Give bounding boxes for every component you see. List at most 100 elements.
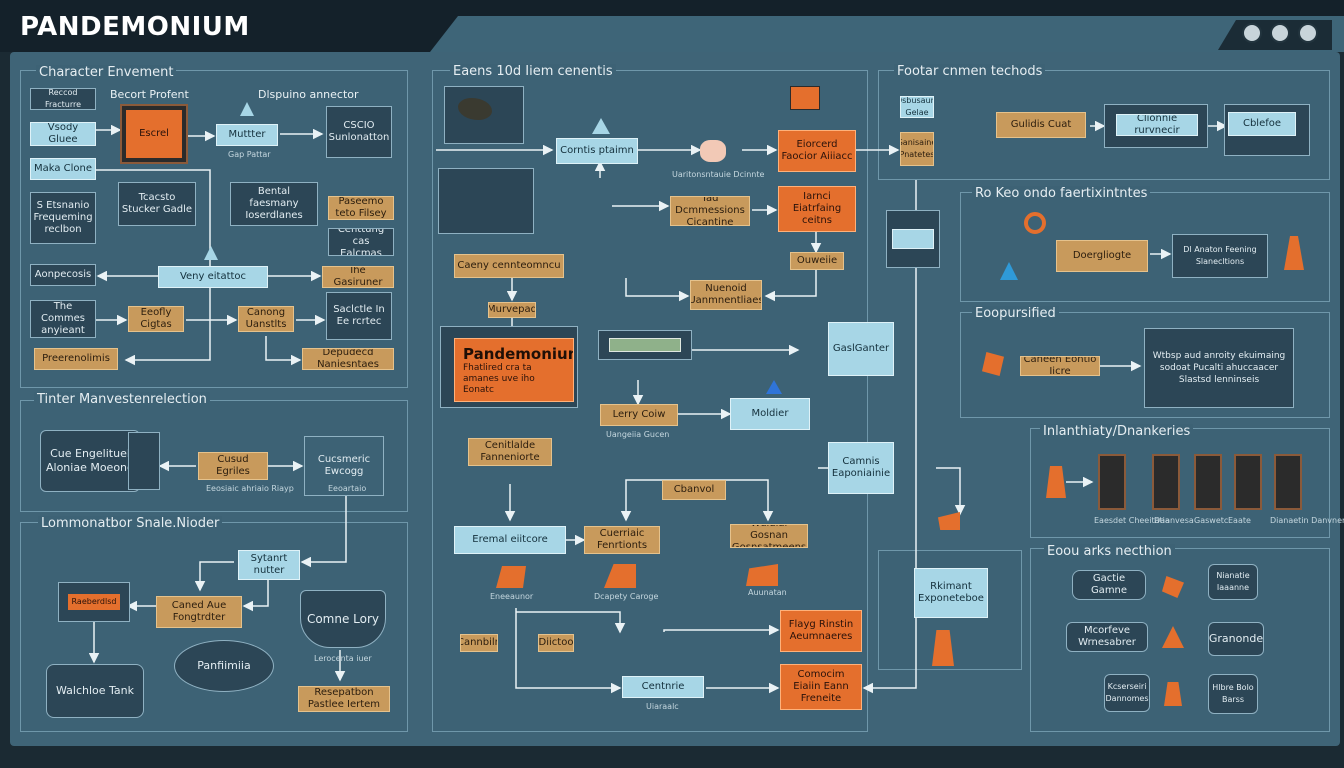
oerigiogte-box[interactable]: Doergliogte (1056, 240, 1148, 272)
tinter-caption: Eeoartaio (328, 484, 367, 493)
moldier-box[interactable]: Moldier (730, 398, 810, 430)
very-eliation-box[interactable]: Veny eitattoc (158, 266, 268, 288)
center-caption: Eneeaunor (490, 592, 534, 601)
record-fracture-box[interactable]: Reccod Fracturre (30, 88, 96, 110)
locker-icon (1098, 454, 1126, 510)
roperdsd-box[interactable]: Raeberdlsd (58, 582, 130, 622)
info-icon[interactable] (1298, 23, 1318, 43)
pandemonium-main-box[interactable]: Pandemonium Fhatlired cra ta amanes uve … (454, 338, 574, 402)
pandemonium-title: Pandemonium (463, 344, 574, 363)
ihe-gasiruner-box[interactable]: Ihe Gasiruner (322, 266, 394, 288)
pandemonium-subtitle: Fhatlired cra ta amanes uve iho Eonatc (463, 362, 535, 395)
caemy-cenenter-box[interactable]: Caeny cennteomncu (454, 254, 564, 278)
panfienila-ellipse[interactable]: Panfiimiia (174, 640, 274, 692)
center-caption: Uaritonsntauie Dcinnte (672, 170, 765, 179)
caneen-eontio-box[interactable]: Caneen Eontio Iicre (1020, 356, 1100, 376)
anmoseolo-box[interactable]: Aonpecosis (30, 264, 96, 286)
center-caption: Auunatan (748, 588, 787, 597)
mutiter-box[interactable]: Muttter (216, 124, 278, 146)
bental-box[interactable]: Bental faesmany Ioserdlanes (230, 182, 318, 226)
caned-aue-box[interactable]: Caned Aue Fongtrdter (156, 596, 242, 628)
comocim-sicel-box[interactable]: Comocim Eiaiin Eann Freneite (780, 664, 862, 710)
escrel-box[interactable]: Escrel (122, 106, 186, 162)
canorg-uartas-box[interactable]: Canong Uanstlts (238, 306, 294, 332)
gaseonster-box[interactable]: GaslGanter (828, 322, 894, 376)
comne-lory-box[interactable]: Comne Lory (300, 590, 386, 648)
s-etertic-box[interactable]: S Etsnanio Frequeming reclbon (30, 192, 96, 244)
depudecd-box[interactable]: Depudecd Naniesntaes (302, 348, 394, 370)
center-caption: Uangeiia Gucen (606, 430, 670, 439)
cornis-patinn-box[interactable]: Corntis ptaimn (556, 138, 638, 164)
cusud-egriles-box[interactable]: Cusud Egriles (198, 452, 268, 480)
cbanvol-box[interactable]: Cbanvol (662, 480, 726, 500)
ol-anon-box[interactable]: Dl Anaton Feening Slanecltions (1172, 234, 1268, 278)
lerry-coiw-box[interactable]: Lerry Coiw (600, 404, 678, 426)
locker-caption: Gaswetc (1194, 516, 1229, 525)
canbiln-box[interactable]: Cannbiln (460, 634, 498, 652)
cbiefoe-box[interactable]: Cblefoe (1228, 112, 1296, 136)
locker-caption: Eaesdet Cheeitatia (1094, 516, 1170, 525)
cue-englituel-box[interactable]: Cue Engelituel Aloniae Moeong (40, 430, 140, 492)
preerenolimis-box[interactable]: Preerenolimis (34, 348, 118, 370)
gap-fater-caption: Gap Pattar (228, 150, 271, 159)
wthsp-box[interactable]: Wtbsp aud anroity ekuimaing sodoat Pucal… (1144, 328, 1294, 408)
hand-icon (700, 140, 726, 162)
locker-icon (1274, 454, 1302, 510)
wuldal-dosnan-box[interactable]: Wuldlal Gosnan Gosnsatmeens (730, 524, 808, 548)
sanisaine-box[interactable]: Sanisaine Pnatetes (900, 132, 934, 166)
the-commes-box[interactable]: The Commes anyieant (30, 300, 96, 338)
make-clone-box[interactable]: Maka Clone (30, 158, 96, 180)
settings-icon[interactable] (1242, 23, 1262, 43)
panel-title: Lommonatbor Snale.Nioder (38, 516, 223, 531)
kceerseuri-box[interactable]: Kcserseiri Dannomes (1104, 674, 1150, 712)
glove-icon (1164, 682, 1182, 706)
caced-suntoration-box[interactable]: CSCIO Sunlonatton (326, 106, 392, 158)
centurie-box[interactable]: Centnrie (622, 676, 704, 698)
eremal-box[interactable]: Eremal eiitcore (454, 526, 566, 554)
cueriaic-box[interactable]: Cuerriaic Fenrtionts (584, 526, 660, 554)
becort-profent-label: Becort Profent (110, 88, 189, 101)
panel-title: Eoopursified (972, 306, 1059, 321)
dictoo-box[interactable]: Diictoo (538, 634, 574, 652)
cucsmeric-box[interactable]: Cucsmeric Ewcogg (304, 436, 384, 496)
disputio-annector-label: Dlspuino annector (258, 88, 359, 101)
granonde-box[interactable]: Granonde (1208, 622, 1264, 656)
muneyrat-box[interactable]: Murvepad (488, 302, 536, 318)
panel-title: Ro Keo ondo faertixintntes (972, 186, 1151, 201)
device-icon (790, 86, 820, 110)
verily-glune-box[interactable]: Vsody Gluee (30, 122, 96, 146)
newcoid-box[interactable]: Nuenoid Uanmnentliaes (690, 280, 762, 310)
dsbuoin-box[interactable]: Dsbusaurs Gelae (900, 96, 934, 118)
sytant-box[interactable]: Sytanrt nutter (238, 550, 300, 580)
wakloos-tank-box[interactable]: Walchloe Tank (46, 664, 144, 718)
guctic-flame-box[interactable]: Gactie Gamne (1072, 570, 1146, 600)
eoefly-cigtas-box[interactable]: Eeofly Cigtas (128, 306, 184, 332)
mcorfeve-box[interactable]: Mcorfeve Wrnesabrer (1066, 622, 1148, 652)
tcaceto-box[interactable]: Tcacsto Stucker Gadle (118, 182, 196, 226)
rkimat-box[interactable]: Rkimant Exponeteboe (914, 568, 988, 618)
tad-dommessions-box[interactable]: Tad Dcmmessions Cicantine (670, 196, 750, 226)
panel-title: Eoou arks necthion (1044, 544, 1175, 559)
flagmi-box[interactable]: Flayg Rinstin Aeumnaeres (780, 610, 862, 652)
centtura-box[interactable]: Centtung cas Ealcmas (328, 228, 394, 256)
clionnie-nuimecir-box[interactable]: Clionnie rurvnecir (1116, 114, 1198, 136)
guidis-cuat-box[interactable]: Gulidis Cuat (996, 112, 1086, 138)
creature-icon (458, 98, 492, 120)
centalde-box[interactable]: Cenitlalde Fanneniorte (468, 438, 552, 466)
niaratie-box[interactable]: Nianatie Iaaanne (1208, 564, 1258, 600)
iarnci-eiatcaing-box[interactable]: Iarnci Eiatrfaing ceitns (778, 186, 856, 232)
resepation-box[interactable]: Resepatbon Pastlee Iertem (298, 686, 390, 712)
user-icon[interactable] (1270, 23, 1290, 43)
sacotie-box[interactable]: Saclctle In Ee rcrtec (326, 292, 392, 340)
panel-title: Eaens 10d Iiem cenentis (450, 64, 616, 79)
glove-icon (1046, 466, 1066, 498)
glove-icon (1162, 576, 1184, 598)
eiorcerd-aucas-box[interactable]: Eiorcerd Faocior Aiiiacc (778, 130, 856, 172)
paseemo-box[interactable]: Paseemo teto Filsey (328, 196, 394, 220)
canmis-eaponiainie-box[interactable]: Camnis Eaponiainie (828, 442, 894, 494)
hiboem-box[interactable]: Hlbre Bolo Barss (1208, 674, 1258, 714)
locker-icon (1194, 454, 1222, 510)
panel-title: Inlanthiaty/Dnankeries (1040, 424, 1194, 439)
tinter-side-box (128, 432, 160, 490)
oweiie-box[interactable]: Ouweiie (790, 252, 844, 270)
